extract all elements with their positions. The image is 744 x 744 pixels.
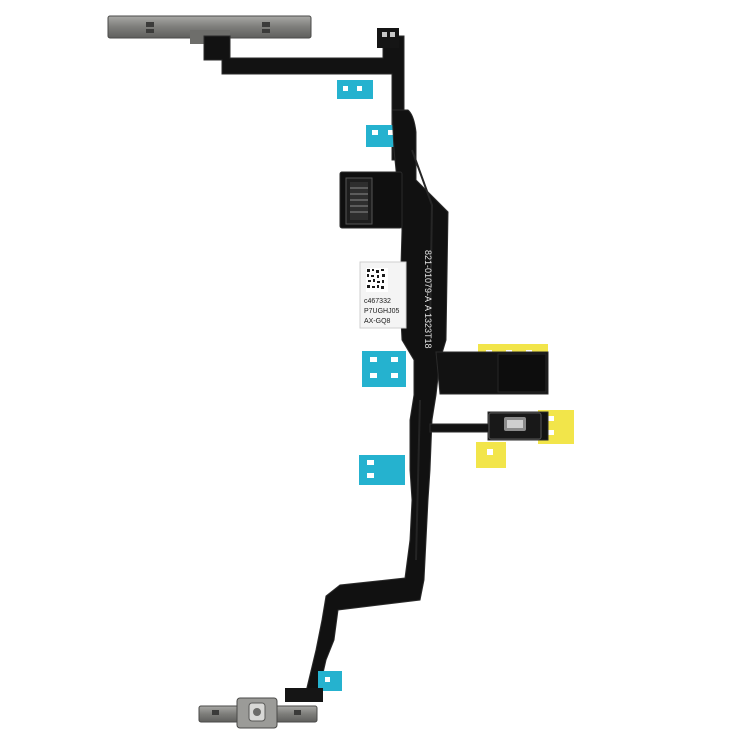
qr-sticker: c467332 P7UGHJ05 AX-GQ8 bbox=[359, 261, 407, 329]
microphone-module bbox=[488, 412, 542, 440]
blue-stiffener-4 bbox=[359, 455, 405, 485]
blue-stiffener-5 bbox=[318, 671, 342, 691]
blue-stiffener-1 bbox=[337, 80, 373, 99]
blue-stiffener-3 bbox=[362, 351, 406, 387]
yellow-stiffener-bottom bbox=[476, 442, 506, 468]
board-connector bbox=[339, 171, 403, 229]
part-number-label: 821-01079-A bbox=[423, 250, 433, 302]
top-connector-tab bbox=[377, 28, 399, 48]
lot-code-label: A 1323T18 bbox=[423, 305, 433, 349]
sticker-line-2: P7UGHJ05 bbox=[364, 308, 400, 315]
bottom-power-bracket bbox=[198, 688, 323, 729]
sticker-line-1: c467332 bbox=[364, 298, 391, 305]
main-flex-body bbox=[303, 109, 449, 701]
sticker-line-3: AX-GQ8 bbox=[364, 318, 391, 325]
